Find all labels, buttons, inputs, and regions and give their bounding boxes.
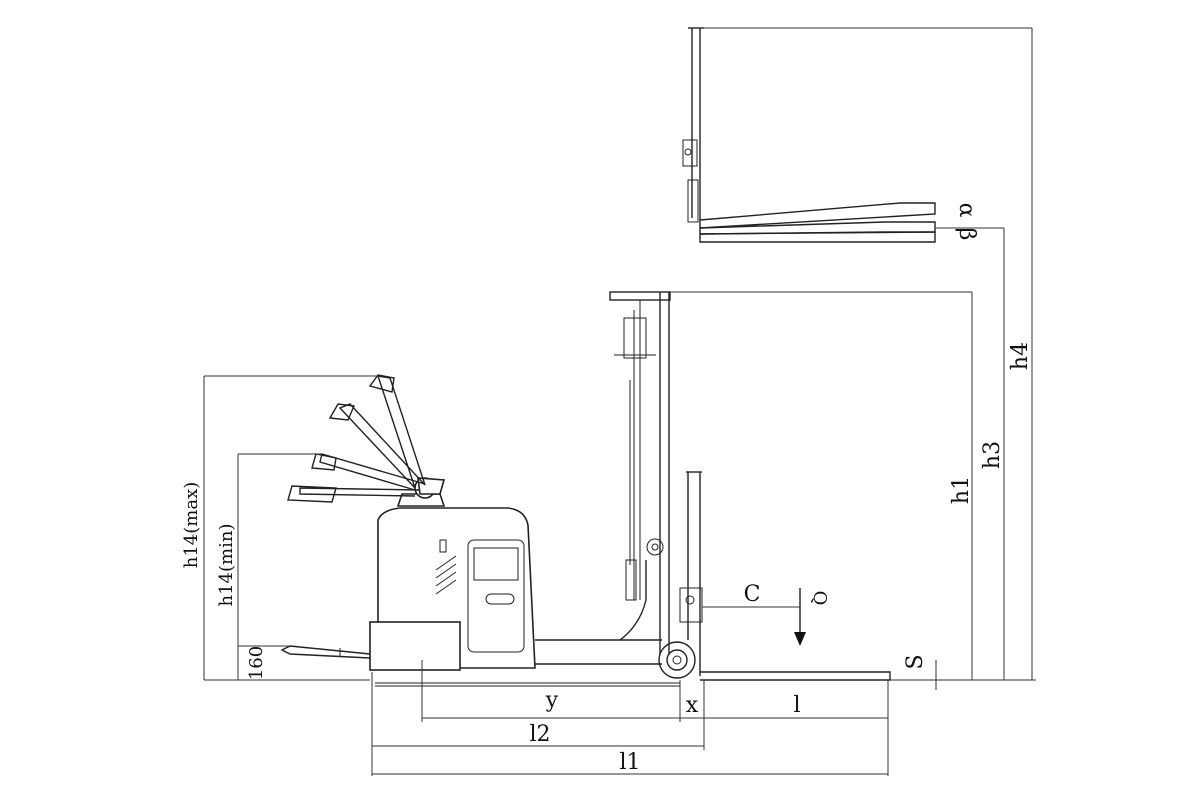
truck-body <box>280 493 696 687</box>
label-y: y <box>545 688 559 713</box>
raised-fork-carriage <box>682 27 936 243</box>
lowered-fork-carriage <box>679 471 891 681</box>
label-160: 160 <box>246 646 267 680</box>
label-l2: l2 <box>529 722 550 747</box>
label-h14-min: h14(min) <box>216 524 237 607</box>
label-beta: β <box>954 228 979 241</box>
label-q: Q <box>809 591 830 606</box>
label-l: l <box>793 693 800 718</box>
dimension-lines <box>203 27 1036 776</box>
label-s: S <box>903 654 928 669</box>
label-l1: l1 <box>619 750 640 775</box>
label-h3: h3 <box>980 441 1005 469</box>
label-c: C <box>744 582 761 607</box>
label-alpha: α <box>954 203 979 218</box>
label-h4: h4 <box>1008 342 1033 370</box>
mast <box>609 291 671 655</box>
label-h1: h1 <box>949 476 974 504</box>
label-x: x <box>686 693 699 718</box>
tiller-arm-positions <box>287 374 446 503</box>
label-h14-max: h14(max) <box>181 482 202 569</box>
